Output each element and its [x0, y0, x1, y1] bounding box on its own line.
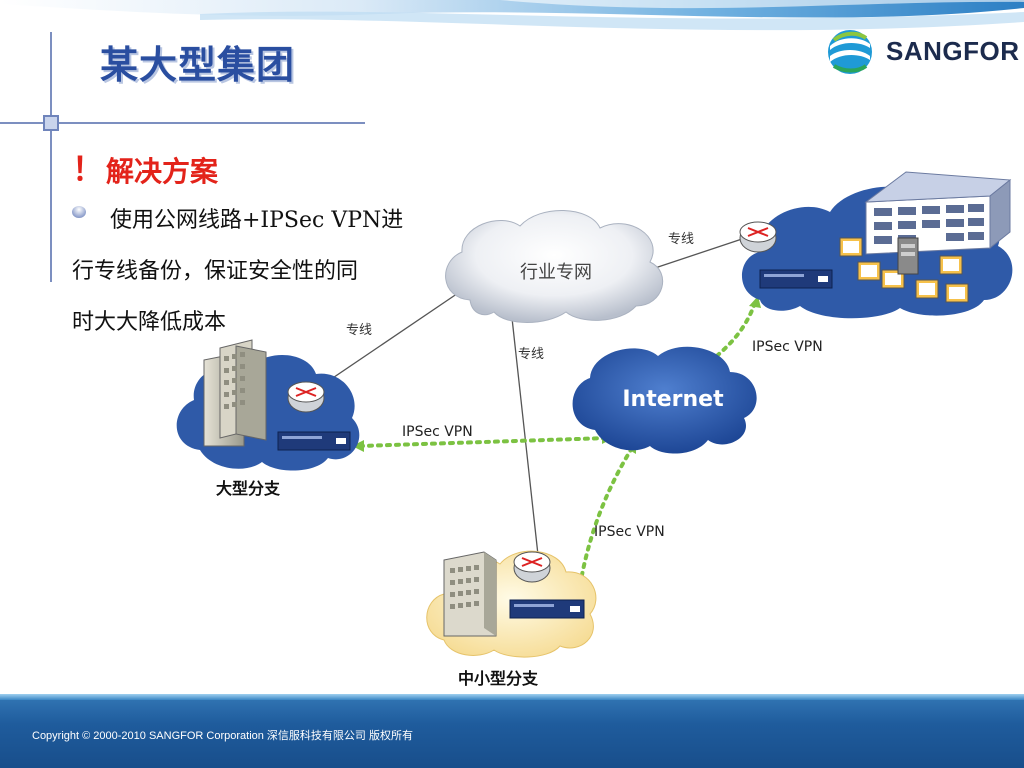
- headquarters-building-icon: [864, 171, 1012, 255]
- router-icon-large-branch: [287, 381, 325, 413]
- vpn-device-icon-hq: [759, 269, 833, 289]
- bullet-text-line-1: 使用公网线路+IPSec VPN进: [110, 208, 404, 233]
- bullet-text-line-2: 行专线备份，保证安全性的同: [72, 259, 359, 284]
- vpn-device-icon-small-branch: [509, 599, 585, 619]
- dedicated-line-label-hq: 专线: [668, 232, 694, 247]
- footer-copyright: Copyright © 2000-2010 SANGFOR Corporatio…: [32, 730, 413, 742]
- header-wave-band: [0, 0, 1024, 31]
- slide-title: 某大型集团: [100, 43, 296, 87]
- dedicated-line-label-small-branch: 专线: [518, 347, 544, 362]
- router-icon-hq: [739, 221, 777, 253]
- router-icon-small-branch: [513, 551, 551, 583]
- decor-horizontal-line: [0, 122, 365, 124]
- bullet-text-line-3: 时大大降低成本: [72, 310, 227, 335]
- decor-corner-square: [43, 115, 59, 131]
- logo-wordmark: SANGFOR: [886, 36, 1020, 66]
- small-branch-label: 中小型分支: [458, 669, 539, 688]
- ipsec-vpn-label-small-branch: IPSec VPN: [594, 524, 665, 540]
- small-branch-building-icon: [443, 551, 497, 637]
- sangfor-logo-icon: [828, 30, 872, 74]
- internet-cloud: [572, 346, 757, 454]
- decor-vertical-line: [50, 32, 52, 282]
- vpn-device-icon-large-branch: [277, 431, 351, 451]
- footer-highlight: [0, 694, 1024, 700]
- industry-network-cloud: [445, 210, 664, 323]
- large-branch-building-icon: [203, 339, 267, 447]
- section-title: 解决方案: [106, 155, 219, 188]
- server-icon: [897, 237, 919, 275]
- bullet-icon: [72, 206, 86, 218]
- section-mark: ！: [72, 150, 105, 188]
- dedicated-lines: [314, 237, 746, 556]
- large-branch-label: 大型分支: [216, 479, 281, 498]
- internet-label: Internet: [622, 387, 724, 412]
- industry-network-label: 行业专网: [520, 262, 592, 283]
- ipsec-vpn-label-hq: IPSec VPN: [752, 339, 823, 355]
- footer-bar: [0, 694, 1024, 768]
- pc-screen-icon: [843, 241, 965, 299]
- ipsec-vpn-label-large-branch: IPSec VPN: [402, 424, 473, 440]
- ipsec-vpn-links: [358, 301, 757, 600]
- dedicated-line-label-large-branch: 专线: [346, 323, 372, 338]
